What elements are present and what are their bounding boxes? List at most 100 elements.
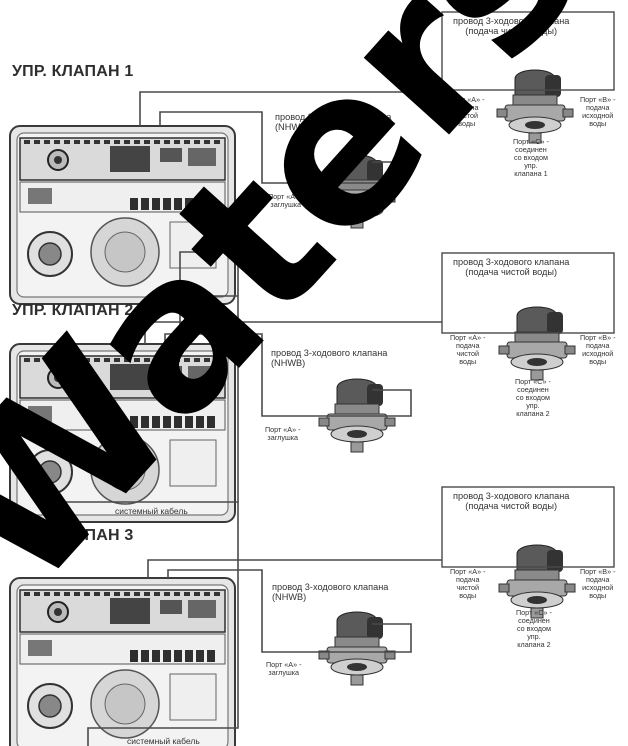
controller-1-title: УПР. КЛАПАН 1 xyxy=(12,63,134,80)
valve-box-3 xyxy=(441,486,615,568)
controller-board-3-relay-a xyxy=(160,600,182,614)
controller-board-2-pin xyxy=(164,358,170,362)
controller-board-2-gear-hub xyxy=(38,460,62,484)
controller-board-3-pin xyxy=(94,592,100,596)
controller-board-2-terminal xyxy=(163,416,171,428)
controller-board-3-gear-hub xyxy=(38,694,62,718)
controller-board-2-pin xyxy=(114,358,120,362)
valve-nhwb-2-port-a xyxy=(318,417,330,427)
controller-board-2-terminal xyxy=(174,416,182,428)
controller-board-1-terminal xyxy=(207,198,215,210)
controller-board-1-disc-inner xyxy=(104,231,146,273)
controller-board-1-chip xyxy=(110,146,150,172)
system-cable-label-3: системный кабель xyxy=(127,736,200,746)
controller-board-3-pin xyxy=(54,592,60,596)
controller-board-3-terminal xyxy=(152,650,160,662)
controller-board-2-pin xyxy=(134,358,140,362)
valve-top-label-3: провод 3-ходового клапана(подача чистой … xyxy=(453,491,570,511)
valve-nhwb-1-port-b xyxy=(384,193,396,203)
controller-board-1-pin xyxy=(124,140,130,144)
controller-board-3-pin xyxy=(134,592,140,596)
valve-top-3-motor xyxy=(547,550,563,572)
controller-board-2-pin xyxy=(104,358,110,362)
controller-board-3-pin xyxy=(144,592,150,596)
wire-1-top xyxy=(139,91,442,126)
controller-board-3-terminal xyxy=(185,650,193,662)
controller-board-2-pin xyxy=(54,358,60,362)
controller-board-2-pin xyxy=(94,358,100,362)
controller-board-1-terminal xyxy=(141,198,149,210)
controller-board-3-relay-b xyxy=(188,600,216,618)
controller-board-1-pin xyxy=(104,140,110,144)
valve-nhwb-label-1: провод 3-ходового клапана(NHWB) xyxy=(275,112,392,132)
controller-3-title: УПР. КЛАПАН 3 xyxy=(12,527,134,544)
controller-board-2-pin xyxy=(194,358,200,362)
valve-top-1-stem xyxy=(528,132,542,144)
controller-board-1-pin xyxy=(74,140,80,144)
controller-board-1-pin xyxy=(184,140,190,144)
controller-board-3-pin xyxy=(74,592,80,596)
controller-board-3-pin xyxy=(184,592,190,596)
wire-3-top xyxy=(147,559,442,578)
valve-top-1-collar xyxy=(512,94,558,106)
controller-board-1-terminal xyxy=(185,198,193,210)
controller-board-3-terminal xyxy=(130,650,138,662)
valve-box-2 xyxy=(441,252,615,334)
valve-top-label-1: провод 3-ходового клапана(подача чистой … xyxy=(453,16,570,36)
controller-board-3-terminal xyxy=(163,650,171,662)
valve-top-2-port-a xyxy=(498,345,510,355)
controller-board-2-pin xyxy=(64,358,70,362)
valve-top-3-stem xyxy=(530,607,544,619)
controller-board-2-pin xyxy=(124,358,130,362)
controller-board-1-terminal xyxy=(130,198,138,210)
controller-board-1-relay-a xyxy=(160,148,182,162)
controller-board-2-pin xyxy=(24,358,30,362)
controller-board-1-relay-b xyxy=(188,148,216,166)
controller-board-1-switch xyxy=(28,188,52,204)
controller-board-3-pin xyxy=(154,592,160,596)
controller-board-1-terminal xyxy=(174,198,182,210)
valve-nhwb-1-port-c xyxy=(347,206,367,214)
controller-board-1-pin xyxy=(64,140,70,144)
valve-nhwb-1-stem xyxy=(350,217,364,229)
controller-board-3-pin xyxy=(214,592,220,596)
valve-top-3-port-c xyxy=(527,596,547,604)
controller-board-2-disc-inner xyxy=(104,449,146,491)
controller-board-3-panel xyxy=(169,673,217,721)
controller-board-3 xyxy=(9,577,236,746)
controller-board-3-disc-inner xyxy=(104,683,146,725)
controller-board-3-pin xyxy=(104,592,110,596)
valve-nhwb-3-port-b xyxy=(384,650,396,660)
valve-top-2-port-b xyxy=(564,345,576,355)
controller-board-1-pin xyxy=(84,140,90,144)
controller-board-3-pin xyxy=(84,592,90,596)
controller-board-1-pin xyxy=(24,140,30,144)
controller-board-1-pin xyxy=(174,140,180,144)
controller-board-1-pin xyxy=(154,140,160,144)
wire-3-sys xyxy=(87,502,239,746)
controller-board-3-pin xyxy=(204,592,210,596)
controller-2-title: УПР. КЛАПАН 2 xyxy=(12,302,134,319)
controller-board-1-gear-hub xyxy=(38,242,62,266)
controller-board-1-pin xyxy=(34,140,40,144)
valve-nhwb-2 xyxy=(318,378,396,453)
valve-top-1-port-a xyxy=(496,108,508,118)
controller-board-2-terminal xyxy=(152,416,160,428)
controller-board-3-terminal xyxy=(207,650,215,662)
controller-board-1-pin xyxy=(164,140,170,144)
controller-board-2-pin xyxy=(34,358,40,362)
controller-board-3-terminal xyxy=(141,650,149,662)
valve-top-1-motor xyxy=(545,75,561,97)
controller-board-1-terminal xyxy=(196,198,204,210)
wire-1-sys xyxy=(179,251,239,304)
controller-board-2-knob-center xyxy=(54,374,62,382)
controller-board-2-terminal xyxy=(185,416,193,428)
valve-top-3-port-b xyxy=(564,583,576,593)
